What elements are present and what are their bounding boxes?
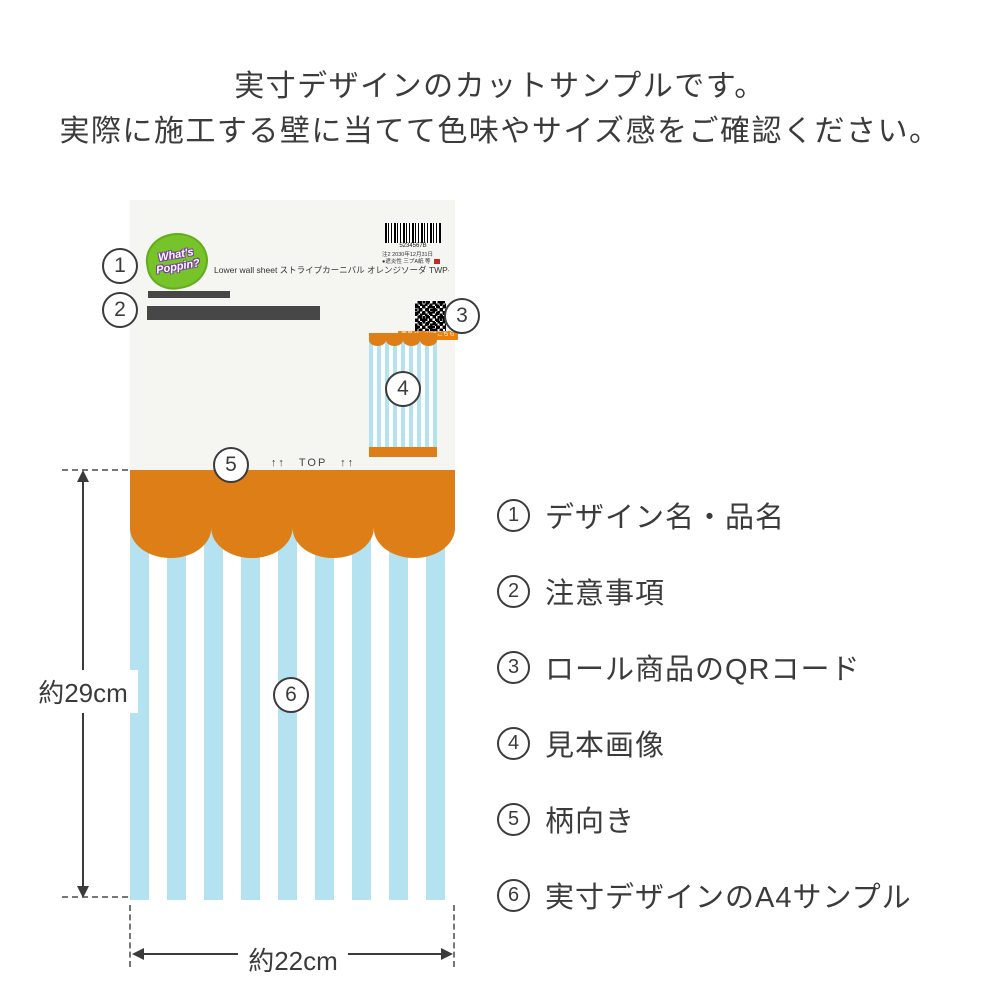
callout-2-number: 2 (114, 298, 126, 321)
barcode-digits: 5234567B (399, 243, 427, 249)
legend-number-6: 6 (497, 878, 530, 912)
callout-1-number: 1 (114, 254, 126, 277)
pattern-direction-marker: ↑↑ TOP ↑↑ (270, 457, 356, 469)
callout-1: 1 (102, 248, 138, 284)
width-dash-right (453, 905, 455, 967)
thumbnail-bottom-bar (369, 447, 437, 457)
redacted-text-bar (147, 306, 320, 320)
sample-sheet-header: What's Poppin? Lower wall sheet ストライプカーニ… (130, 200, 458, 470)
arrow-up-icon (77, 470, 89, 482)
qr-code (415, 301, 446, 332)
legend-number-2: 2 (497, 574, 530, 608)
callout-5: 5 (213, 447, 249, 483)
legend-label-2: 注意事項 (545, 578, 666, 610)
legend-item-qr-code: 3 ロール商品のQRコード (497, 649, 912, 686)
meta-line-2-text: ●遮炎性 三プA紙 等 (382, 259, 431, 265)
legend-number-5: 5 (497, 802, 530, 836)
callout-4: 4 (385, 371, 421, 407)
thumbnail-wave (369, 333, 437, 346)
legend-number-3: 3 (497, 650, 530, 684)
callout-3: 3 (444, 298, 480, 334)
redacted-text-bar (148, 291, 230, 298)
legend-number-1: 1 (497, 498, 530, 532)
arrow-down-icon (77, 886, 89, 898)
legend-label-6: 実寸デザインのA4サンプル (545, 882, 912, 914)
legend-number-4: 4 (497, 726, 530, 760)
barcode (385, 223, 441, 243)
legend-item-sample-image: 4 見本画像 (497, 725, 912, 762)
height-dimension-label: 約29cm (28, 670, 138, 713)
sample-scallop-path (130, 470, 455, 559)
brand-logo: What's Poppin? (141, 228, 213, 294)
height-dash-bottom (62, 896, 128, 898)
arrow-right-icon (441, 948, 453, 960)
meta-text: 注2 2030年12月31日 ●遮炎性 三プA紙 等 (382, 252, 440, 266)
width-dimension-label: 約22cm (238, 938, 348, 981)
callout-6-number: 6 (285, 683, 297, 706)
product-name: Lower wall sheet ストライプカーニバル オレンジソーダ TWP-… (214, 265, 449, 275)
legend-label-3: ロール商品のQRコード (545, 654, 861, 686)
legend-item-precautions: 2 注意事項 (497, 573, 912, 610)
callout-3-number: 3 (456, 304, 468, 327)
header-line-1: 実寸デザインのカットサンプルです。 (234, 70, 766, 103)
meta-line-2: ●遮炎性 三プA紙 等 (382, 259, 440, 266)
meta-line-1: 注2 2030年12月31日 (382, 252, 434, 258)
legend-label-4: 見本画像 (545, 730, 666, 762)
arrow-left-icon (132, 948, 144, 960)
red-mark (433, 259, 440, 265)
thumbnail-wave-path (369, 333, 437, 346)
legend-item-design-name: 1 デザイン名・品名 (497, 497, 912, 534)
header-line-2: 実際に施工する壁に当てて色味やサイズ感をご確認ください。 (59, 115, 941, 148)
legend-label-5: 柄向き (545, 806, 636, 838)
width-dash-left (129, 905, 131, 967)
legend: 1 デザイン名・品名 2 注意事項 3 ロール商品のQRコード 4 見本画像 5… (497, 497, 912, 914)
legend-item-pattern-direction: 5 柄向き (497, 801, 912, 838)
callout-6: 6 (273, 677, 309, 713)
callout-4-number: 4 (397, 377, 409, 400)
legend-label-1: デザイン名・品名 (545, 502, 786, 534)
page-header: 実寸デザインのカットサンプルです。 実際に施工する壁に当てて色味やサイズ感をご確… (0, 64, 1000, 154)
callout-2: 2 (102, 292, 138, 328)
sample-scallop-wave (130, 470, 455, 559)
legend-item-a4-sample: 6 実寸デザインのA4サンプル (497, 877, 912, 914)
callout-5-number: 5 (225, 453, 237, 476)
height-dash-top (62, 469, 128, 471)
